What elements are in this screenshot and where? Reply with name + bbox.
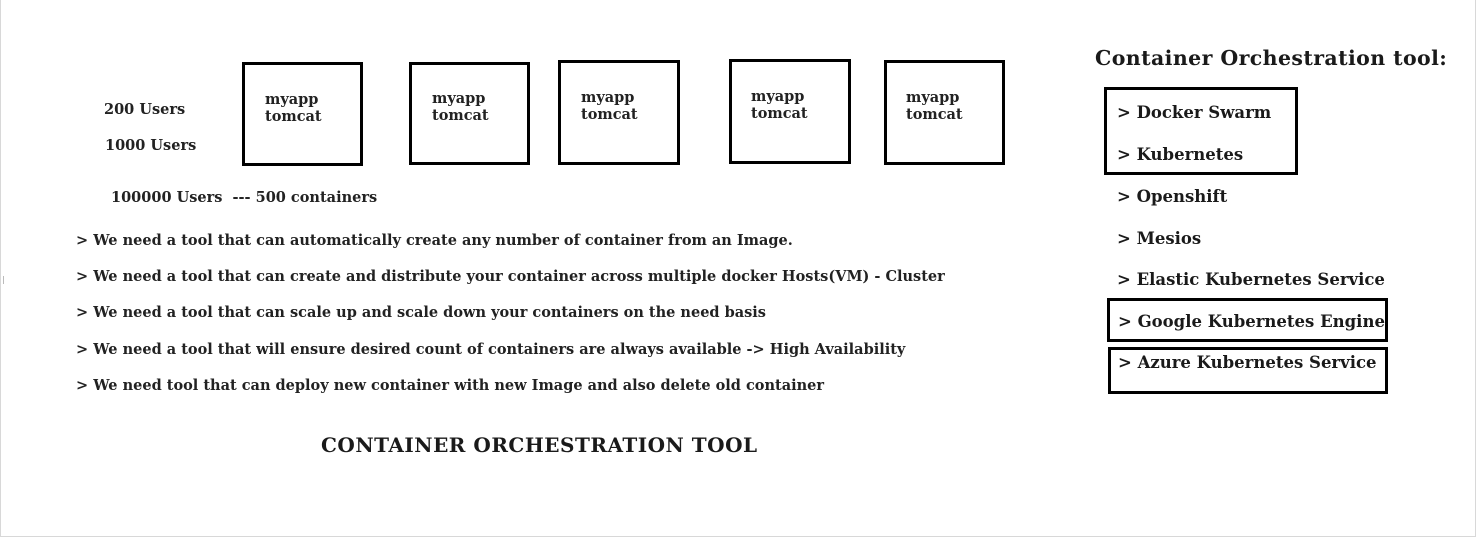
container-box-3: myapp tomcat [558,60,680,165]
load-label-100000: 100000 Users --- 500 containers [111,189,378,206]
load-label-1000: 1000 Users [105,137,197,154]
container-server: tomcat [751,105,808,122]
tool-item-gke: > Google Kubernetes Engine [1118,312,1385,331]
container-app: myapp [581,89,635,106]
container-app: myapp [906,89,960,106]
container-app: myapp [265,91,319,108]
tool-item-aks: > Azure Kubernetes Service [1118,353,1377,372]
container-box-4: myapp tomcat [729,59,851,164]
container-box-1: myapp tomcat [242,62,363,166]
container-app: myapp [751,88,805,105]
container-server: tomcat [581,106,638,123]
tool-item-eks: > Elastic Kubernetes Service [1117,270,1385,289]
tool-item-mesios: > Mesios [1117,229,1202,248]
need-item-distribute-cluster: > We need a tool that can create and dis… [76,268,945,285]
tool-item-docker-swarm: > Docker Swarm [1117,103,1272,122]
need-item-high-availability: > We need a tool that will ensure desire… [76,341,906,358]
container-label: myapp tomcat [751,88,808,122]
container-box-5: myapp tomcat [884,60,1005,165]
container-label: myapp tomcat [906,89,963,123]
need-item-scaling: > We need a tool that can scale up and s… [76,304,766,321]
need-item-auto-create: > We need a tool that can automatically … [76,232,793,249]
edge-mark [0,276,4,284]
container-app: myapp [432,90,486,107]
need-item-deploy-replace: > We need tool that can deploy new conta… [76,377,825,394]
highlight-docker-kubernetes [1104,87,1298,175]
highlight-aks [1108,347,1388,394]
tool-item-kubernetes: > Kubernetes [1117,145,1244,164]
container-server: tomcat [432,107,489,124]
container-server: tomcat [265,108,322,125]
container-label: myapp tomcat [265,91,322,125]
container-label: myapp tomcat [581,89,638,123]
tool-item-openshift: > Openshift [1117,187,1228,206]
container-box-2: myapp tomcat [409,62,530,165]
highlight-gke [1107,298,1388,342]
tools-panel-title: Container Orchestration tool: [1095,46,1448,70]
load-label-200: 200 Users [104,101,186,118]
container-server: tomcat [906,106,963,123]
container-label: myapp tomcat [432,90,489,124]
page-title: CONTAINER ORCHESTRATION TOOL [321,433,758,457]
